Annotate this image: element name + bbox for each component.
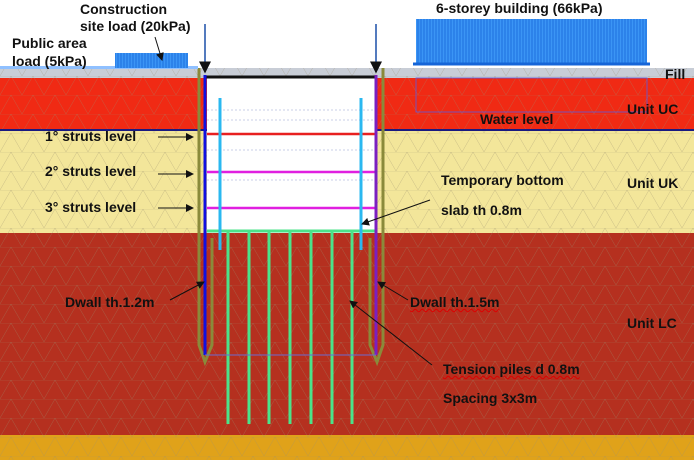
unit-uk-label: Unit UK — [627, 175, 679, 191]
piles-spacing-label: Spacing 3x3m — [443, 390, 538, 406]
slab-label-2: slab th 0.8m — [441, 202, 522, 218]
construction-load — [115, 53, 188, 68]
unit-lc-label: Unit LC — [627, 315, 677, 331]
construction-load-label-2: site load (20kPa) — [80, 18, 191, 34]
left-dwall-label: Dwall th.1.2m — [65, 294, 155, 310]
excavation — [207, 78, 375, 233]
unit-uc-label: Unit UC — [627, 101, 679, 117]
water-level-label: Water level — [480, 111, 554, 127]
building-load — [416, 19, 647, 64]
construction-load-label: Construction — [80, 1, 168, 17]
strut-2-label: 2° struts level — [45, 163, 137, 179]
building-load-label: 6-storey building (66kPa) — [436, 0, 603, 16]
piles-label: Tension piles d 0.8m — [443, 361, 580, 377]
right-dwall-label: Dwall th.1.5m — [410, 294, 500, 310]
public-area-load-label-2: load (5kPa) — [12, 53, 87, 69]
tension-piles — [226, 231, 354, 424]
public-area-load — [0, 66, 198, 69]
fill-label: Fill — [665, 66, 686, 82]
strut-1-label: 1° struts level — [45, 128, 137, 144]
slab-label: Temporary bottom — [441, 172, 564, 188]
public-area-load-label: Public area — [12, 35, 87, 51]
strut-3-label: 3° struts level — [45, 199, 137, 215]
